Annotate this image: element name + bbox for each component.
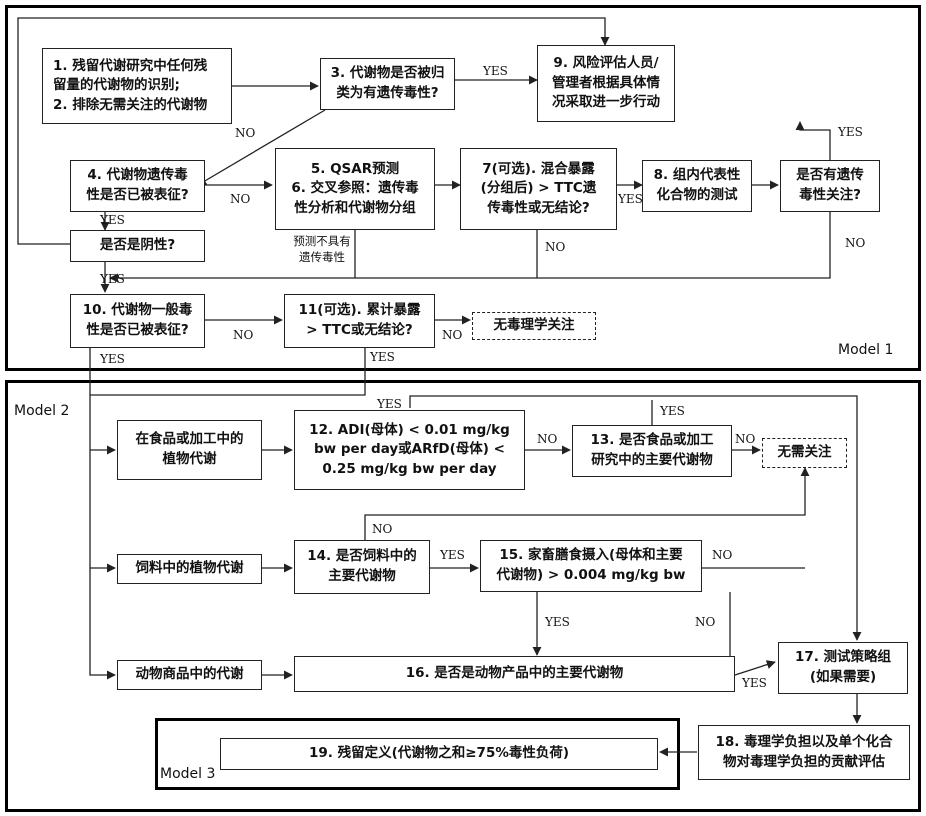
box-10-general-toxicity: 10. 代谢物一般毒 性是否已被表征? [70, 294, 205, 348]
edge-label-15-16-yes: YES [545, 615, 570, 629]
model1-frame [5, 5, 921, 371]
edge-label-g-no: NO [845, 236, 866, 250]
edge-label-13-yes: YES [660, 404, 685, 418]
box-17-testing-strategy: 17. 测试策略组 (如果需要) [778, 642, 908, 694]
box-14-major-feed-metabolite: 14. 是否饲料中的 主要代谢物 [294, 540, 430, 594]
box-4-genotoxicity-characterized: 4. 代谢物遗传毒 性是否已被表征? [70, 160, 205, 212]
box-no-tox-concern: 无毒理学关注 [472, 312, 596, 340]
box-16-major-animal-metabolite: 16. 是否是动物产品中的主要代谢物 [294, 656, 735, 692]
edge-label-7-no: NO [545, 240, 566, 254]
edge-label-15-no: NO [712, 548, 733, 562]
box-15-livestock-intake: 15. 家畜膳食摄入(母体和主要 代谢物) > 0.004 mg/kg bw [480, 540, 702, 592]
edge-label-10-yes: YES [100, 352, 125, 366]
edge-label-7-8-yes: YES [618, 192, 643, 206]
box-12-adi-arfd: 12. ADI(母体) < 0.01 mg/kg bw per day或ARfD… [294, 410, 525, 490]
edge-label-10-11-no: NO [233, 328, 254, 342]
edge-label-4-neg-yes: YES [100, 213, 125, 227]
edge-label-12-yes: YES [377, 397, 402, 411]
box-1-identify-metabolites: 1. 残留代谢研究中任何残 留量的代谢物的识别; 2. 排除无需关注的代谢物 [42, 48, 232, 124]
box-feed-plant-metabolism: 饲料中的植物代谢 [117, 554, 262, 584]
edge-label-neg-10-yes: YES [100, 272, 125, 286]
box-11-cumulative-exposure: 11(可选). 累计暴露 > TTC或无结论? [284, 294, 435, 348]
model2-label: Model 2 [14, 403, 70, 419]
edge-label-14-no: NO [372, 522, 393, 536]
box-7-combined-exposure: 7(可选). 混合暴露 (分组后) > TTC遗 传毒性或无结论? [460, 148, 617, 230]
box-genotoxic-concern: 是否有遗传 毒性关注? [780, 160, 880, 212]
edge-label-g-9-yes: YES [838, 125, 863, 139]
model2-frame [5, 380, 921, 812]
edge-label-3-9-yes: YES [483, 64, 508, 78]
box-no-concern: 无需关注 [762, 438, 847, 468]
model3-frame [155, 718, 680, 790]
edge-label-11-notox-no: NO [442, 328, 463, 342]
box-19-residue-definition: 19. 残留定义(代谢物之和≥75%毒性负荷) [220, 738, 658, 770]
box-8-representative-testing: 8. 组内代表性 化合物的测试 [642, 160, 752, 212]
edge-label-16-17-yes: YES [742, 676, 767, 690]
box-18-toxic-burden: 18. 毒理学负担以及单个化合 物对毒理学负担的贡献评估 [698, 725, 910, 780]
box-is-negative: 是否是阴性? [70, 230, 205, 262]
box-animal-commodity-metabolism: 动物商品中的代谢 [117, 660, 262, 690]
box-3-genotoxic-classified: 3. 代谢物是否被归 类为有遗传毒性? [320, 58, 455, 110]
edge-label-14-15-yes: YES [440, 548, 465, 562]
edge-label-4-5-no: NO [230, 192, 251, 206]
edge-label-15-16-no: NO [695, 615, 716, 629]
box-5-6-qsar-readacross: 5. QSAR预测 6. 交叉参照：遗传毒 性分析和代谢物分组 [275, 148, 435, 230]
model1-label: Model 1 [838, 342, 894, 358]
edge-label-3-4-no: NO [235, 126, 256, 140]
edge-label-11-yes: YES [370, 350, 395, 364]
edge-label-12-13-no: NO [537, 432, 558, 446]
note-predicted-non-genotoxic: 预测不具有 遗传毒性 [293, 234, 351, 264]
model3-label: Model 3 [160, 766, 216, 782]
edge-label-13-none-no: NO [735, 432, 756, 446]
box-9-risk-assessor-action: 9. 风险评估人员/ 管理者根据具体情 况采取进一步行动 [537, 45, 675, 122]
box-food-plant-metabolism: 在食品或加工中的 植物代谢 [117, 420, 262, 480]
box-13-major-food-metabolite: 13. 是否食品或加工 研究中的主要代谢物 [572, 425, 732, 477]
